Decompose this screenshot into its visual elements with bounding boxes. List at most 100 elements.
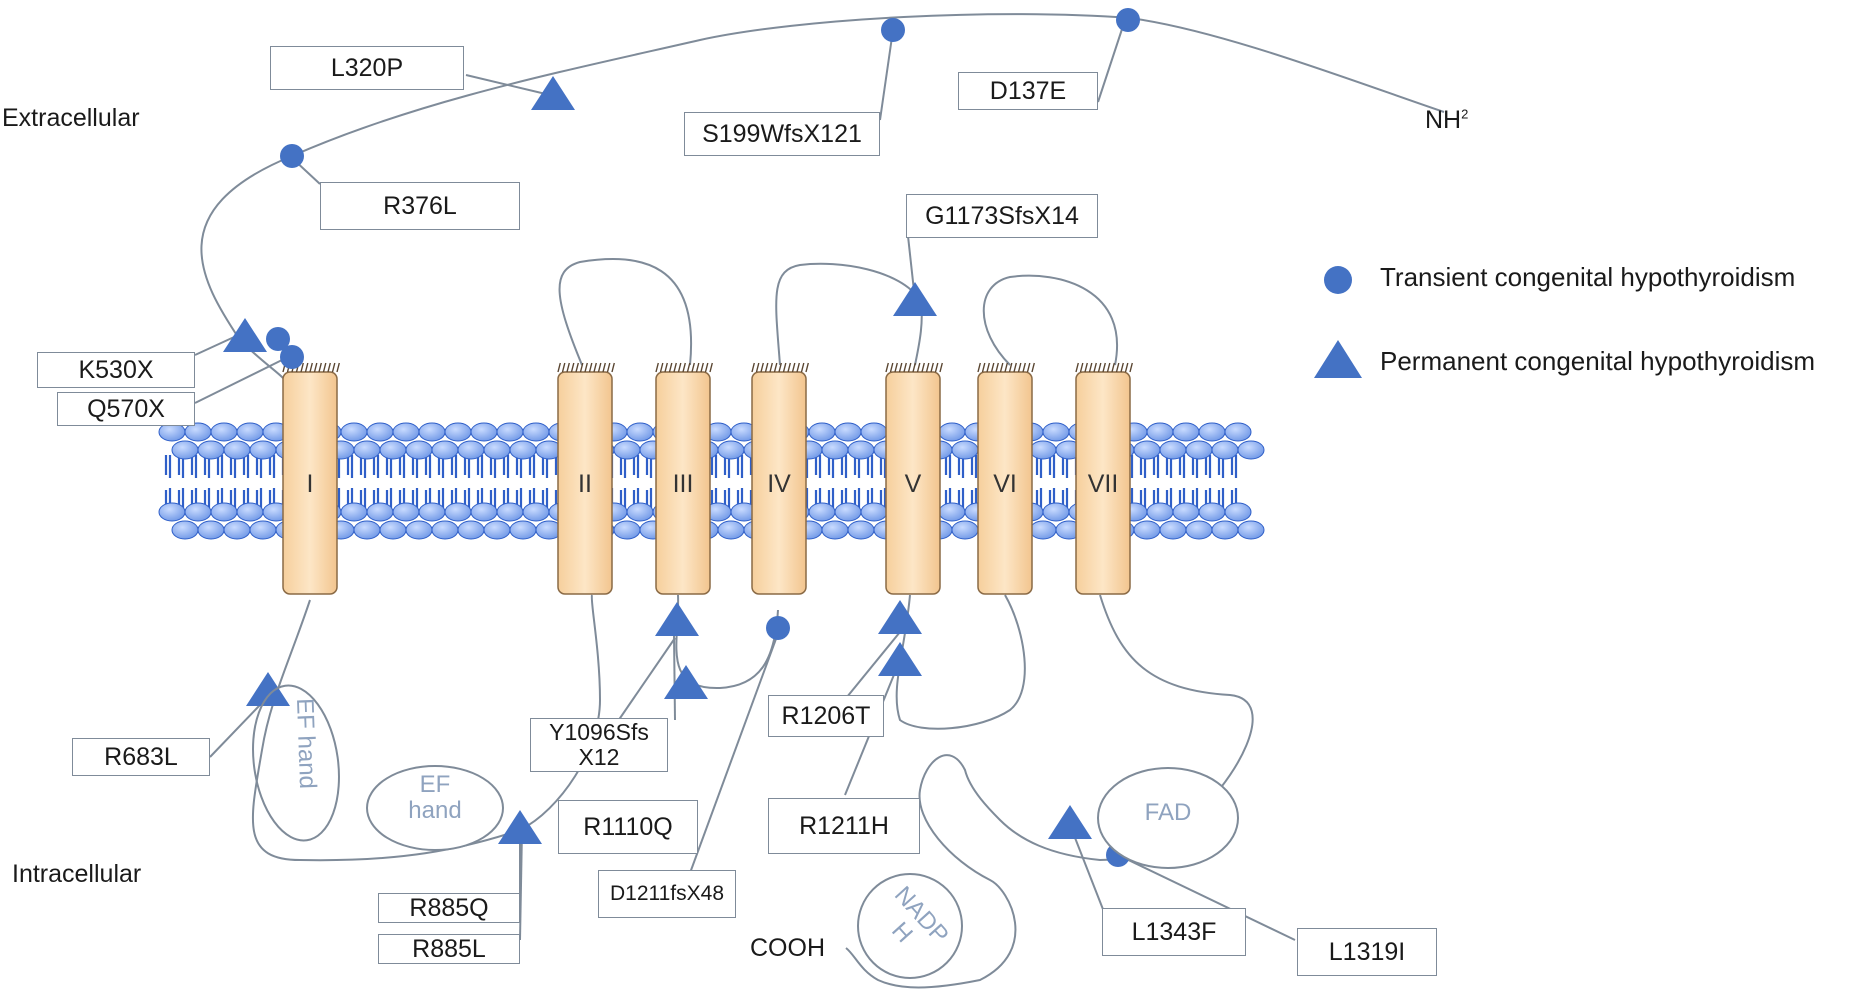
lipid-tail [710,455,718,508]
lipid-head [184,502,212,522]
lipid-tail [359,455,367,508]
lipid-head [1146,422,1174,442]
lipid-head [1133,520,1161,540]
lipid-tail [1152,455,1160,508]
ef-hand-2-line2: hand [408,797,462,825]
lipid-head [249,520,277,540]
mutation-label-g1173sfsx14: G1173SfsX14 [906,194,1098,238]
lipid-head [1237,440,1265,460]
lipid-tail [814,455,822,508]
marker-transient-q570x [280,345,304,369]
marker-permanent-k530x [223,318,267,352]
lipid-head [847,440,875,460]
lipid-head [834,502,862,522]
lipid-head [457,440,485,460]
lipid-head [483,440,511,460]
lipid-tail [866,455,874,508]
lipid-head [1211,440,1239,460]
lipid-head [1224,502,1252,522]
lipid-head [418,422,446,442]
lipid-tail [1165,455,1173,508]
ef-hand-domain-1 [252,684,340,842]
mutation-label-d1211fsx48: D1211fsX48 [598,870,736,918]
n-terminus-subscript: 2 [1461,106,1469,122]
lipid-tail [164,455,172,508]
marker-permanent-l1343f [1048,805,1092,839]
lipid-head [340,422,368,442]
lipid-head [236,502,264,522]
helix-label-5: V [904,470,922,498]
lipid-head [444,502,472,522]
lipid-tail [229,455,237,508]
marker-transient-d137e [1116,8,1140,32]
marker-permanent-r1206t [878,600,922,634]
lipid-head [1146,502,1174,522]
marker-permanent-y1096 [655,602,699,636]
lipid-head [379,440,407,460]
helix-fringe [977,362,1035,373]
lipid-tail [1061,455,1069,508]
lipid-tail [541,455,549,508]
lipid-head [171,520,199,540]
lipid-head [1211,520,1239,540]
mutation-label-q570x: Q570X [57,392,195,426]
lipid-head [197,440,225,460]
lipid-head [613,520,641,540]
marker-permanent-r1211h [878,642,922,676]
lipid-tail [242,455,250,508]
lipid-head [392,502,420,522]
mutation-markers [223,8,1140,867]
lipid-tail [1048,455,1056,508]
lipid-head [834,422,862,442]
lipid-head [1185,440,1213,460]
legend-triangle-icon [1314,340,1362,378]
lipid-head [457,520,485,540]
lipid-tail [1035,455,1043,508]
lipid-head [1198,422,1226,442]
lipid-head [951,520,979,540]
lipid-head [1159,520,1187,540]
lipid-head [249,440,277,460]
lipid-head [405,520,433,540]
lipid-head [717,520,745,540]
helix-label-4: IV [767,470,791,498]
fad-domain [1097,767,1239,869]
helix-fringe [751,362,809,373]
lipid-head [821,440,849,460]
lipid-head [860,502,888,522]
mutation-label-d137e: D137E [958,72,1098,110]
lipid-tail [970,455,978,508]
lipid-tail [827,455,835,508]
marker-permanent-r885 [498,810,542,844]
lipid-tail [515,455,523,508]
lipid-head [808,422,836,442]
protein-domains [252,684,1239,979]
lipid-tail [957,455,965,508]
lipid-head [1029,520,1057,540]
lipid-tail [1217,455,1225,508]
mutation-label-r1206t: R1206T [768,695,884,737]
lipid-head [366,502,394,522]
helix-label-3: III [672,470,694,498]
lipid-tail [346,455,354,508]
lipid-head [1029,440,1057,460]
lipid-head [1237,520,1265,540]
marker-transient-r376l [280,144,304,168]
lipid-tail [424,455,432,508]
lipid-head [1224,422,1252,442]
lipid-head [418,502,446,522]
lipid-head [496,422,524,442]
lipid-head [197,520,225,540]
helix-fringe [885,362,943,373]
lipid-head [470,502,498,522]
mutation-label-l1343f: L1343F [1102,908,1246,956]
y1096-line2: X12 [578,744,620,770]
lipid-tail [944,455,952,508]
lipid-tail [177,455,185,508]
lipid-tail [255,455,263,508]
lipid-tail [528,455,536,508]
lipid-head [1042,422,1070,442]
lipid-head [210,422,238,442]
helix-fringe [557,362,615,373]
